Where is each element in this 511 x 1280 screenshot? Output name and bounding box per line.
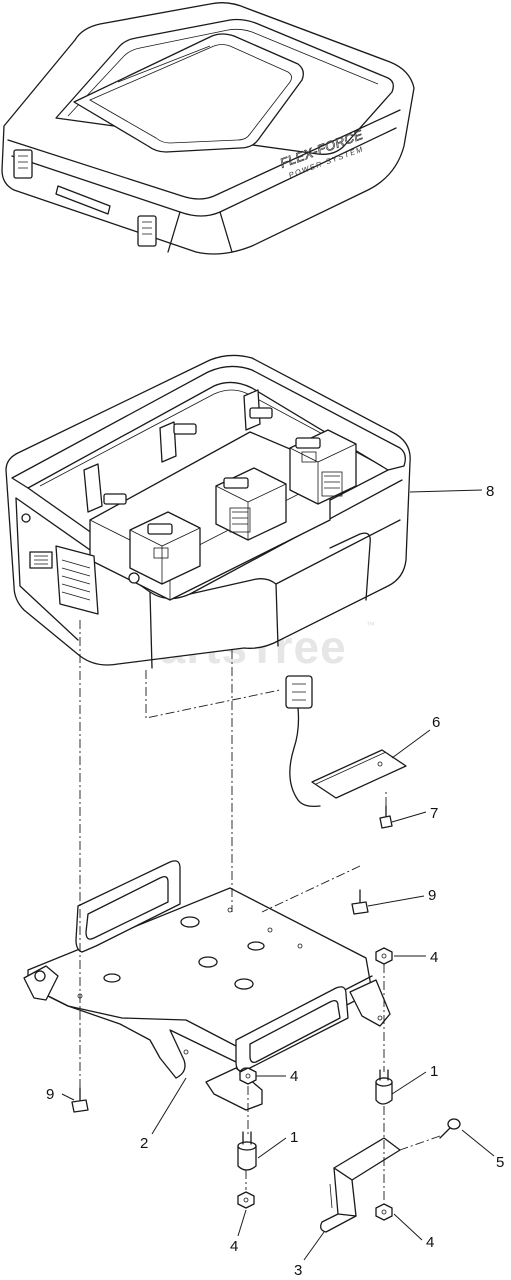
mounting-plate: [23, 860, 391, 1111]
nut-lower-right-4: [375, 1203, 393, 1221]
battery-pack-2: [215, 467, 287, 541]
callout-4-upper: 4: [430, 949, 438, 966]
callout-7: 7: [430, 805, 438, 822]
callout-9-lower: 9: [46, 1086, 54, 1103]
mount-bracket: [320, 1137, 401, 1233]
callout-labels: 8 6 7 9 4 9 4 1 2 1 5 4 4 3: [46, 483, 504, 1279]
bolt-7: [379, 805, 393, 829]
lid-latch-left: [13, 149, 33, 179]
isolator-right: [375, 1069, 393, 1105]
battery-pack-1: [129, 511, 201, 585]
nut-upper-4: [375, 947, 393, 965]
callout-4-lower-right: 4: [426, 1234, 434, 1251]
callout-4-lower-center: 4: [230, 1238, 238, 1255]
callout-2: 2: [140, 1135, 148, 1152]
nut-lower-center-4: [237, 1191, 255, 1209]
leader-lines: [61, 489, 495, 1261]
temperature-sensor-harness: [285, 675, 407, 808]
callout-3: 3: [294, 1262, 302, 1279]
tray-controller: [29, 545, 99, 615]
bolt-upper-9: [351, 889, 369, 915]
bolt-5: [439, 1118, 461, 1139]
callout-1-center: 1: [290, 1129, 298, 1146]
bolt-left-9: [71, 1087, 89, 1113]
assembly-lines: [79, 620, 441, 1200]
callout-8: 8: [486, 483, 494, 500]
lid-latch-right: [137, 215, 157, 247]
isolator-center: [237, 1131, 257, 1171]
battery-tray: [5, 354, 411, 669]
watermark-trademark: ™: [366, 620, 375, 630]
battery-cover: FLEX-FORCE POWER SYSTEM: [1, 2, 415, 255]
callout-5: 5: [496, 1154, 504, 1171]
callout-6: 6: [432, 714, 440, 731]
callout-4-middle: 4: [290, 1068, 298, 1085]
battery-pack-3: [289, 429, 357, 505]
nut-middle-4: [239, 1067, 257, 1085]
callout-9-upper: 9: [428, 887, 436, 904]
callout-1-right: 1: [430, 1063, 438, 1080]
